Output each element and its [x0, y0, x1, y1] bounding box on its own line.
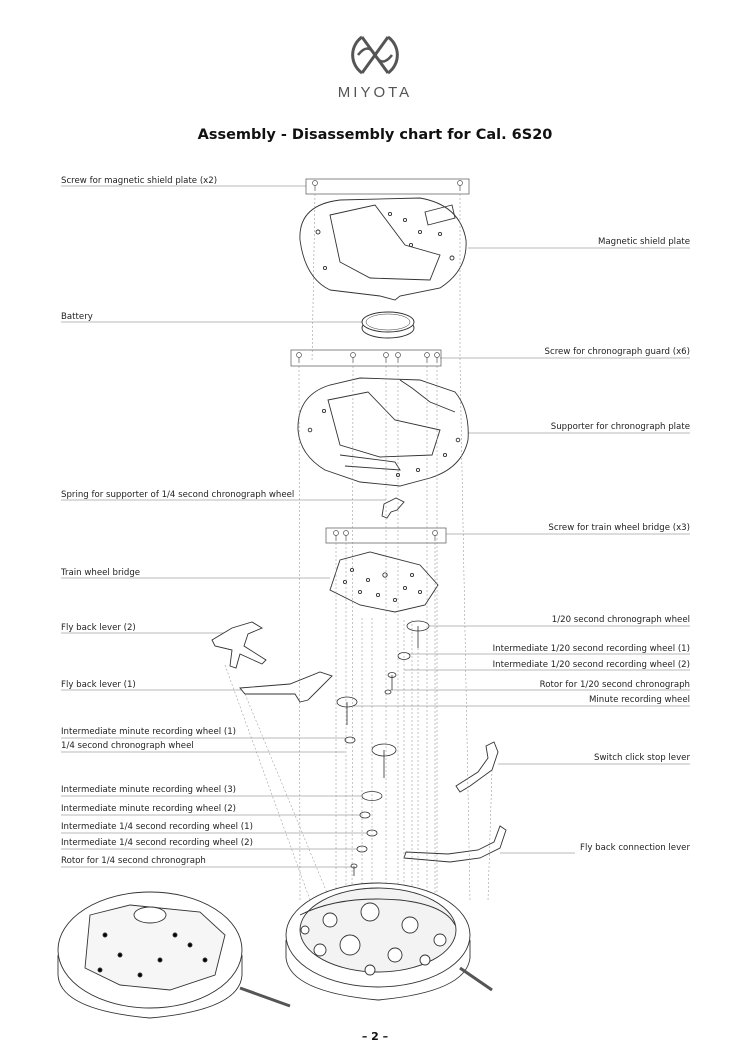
- brand-name: MIYOTA: [337, 84, 413, 101]
- wheel-intermediate-minute-2: [359, 811, 371, 819]
- fly-back-connection-lever: [403, 825, 507, 863]
- wheel-intermediate-minute-1: [344, 736, 356, 744]
- magnetic-shield-plate: [299, 197, 467, 301]
- label-intermediate-minute-1: Intermediate minute recording wheel (1): [61, 727, 237, 737]
- wheel-1-20-chronograph: [406, 620, 430, 648]
- leader-lines: [61, 185, 690, 868]
- label-magnetic-shield-plate: Magnetic shield plate: [597, 237, 690, 247]
- page-title: Assembly - Disassembly chart for Cal. 6S…: [197, 127, 553, 143]
- fly-back-lever-1: [239, 671, 333, 703]
- wheel-1-4-second-chronograph: [371, 743, 397, 778]
- label-1-20-second-chronograph-wheel: 1/20 second chronograph wheel: [551, 615, 690, 625]
- label-rotor-1-4: Rotor for 1/4 second chronograph: [61, 856, 206, 866]
- spring-supporter: [381, 497, 405, 519]
- label-rotor-1-20: Rotor for 1/20 second chronograph: [539, 680, 690, 690]
- screw-icon: [457, 180, 463, 191]
- label-intermediate-1-20-1: Intermediate 1/20 second recording wheel…: [492, 644, 690, 654]
- screw-icon: [312, 180, 318, 191]
- label-battery: Battery: [61, 312, 93, 322]
- assembled-movement-back: [57, 891, 291, 1019]
- fly-back-lever-2: [211, 621, 267, 669]
- screw-box-chronograph: [290, 349, 442, 367]
- label-train-wheel-bridge: Train wheel bridge: [61, 568, 141, 578]
- label-screw-chronograph-guard: Screw for chronograph guard (x6): [544, 347, 690, 357]
- rotor-1-20-chronograph: [384, 689, 392, 695]
- label-fly-back-lever-1: Fly back lever (1): [61, 680, 136, 690]
- label-minute-recording-wheel: Minute recording wheel: [589, 695, 690, 705]
- minute-recording-wheel: [336, 696, 358, 725]
- assembled-movement-front: [285, 882, 493, 1001]
- supporter-chronograph-plate: [297, 377, 469, 487]
- label-intermediate-1-4-1: Intermediate 1/4 second recording wheel …: [61, 822, 253, 832]
- switch-click-stop-lever: [455, 741, 499, 793]
- label-intermediate-minute-3: Intermediate minute recording wheel (3): [61, 785, 237, 795]
- train-wheel-bridge: [329, 551, 439, 613]
- label-fly-back-connection-lever: Fly back connection lever: [580, 843, 690, 853]
- battery: [361, 311, 415, 339]
- miyota-emblem-icon: [351, 35, 399, 75]
- label-switch-click-stop-lever: Switch click stop lever: [594, 753, 690, 763]
- label-spring-supporter: Spring for supporter of 1/4 second chron…: [61, 490, 295, 500]
- screw-box-magnetic: [305, 178, 470, 195]
- page-number: – 2 –: [361, 1030, 389, 1043]
- label-intermediate-1-20-2: Intermediate 1/20 second recording wheel…: [492, 660, 690, 670]
- label-screw-magnetic-shield: Screw for magnetic shield plate (x2): [61, 176, 218, 186]
- label-supporter-chronograph-plate: Supporter for chronograph plate: [550, 422, 690, 432]
- label-fly-back-lever-2: Fly back lever (2): [61, 623, 136, 633]
- label-screw-train-wheel-bridge: Screw for train wheel bridge (x3): [548, 523, 690, 533]
- label-intermediate-minute-2: Intermediate minute recording wheel (2): [61, 804, 237, 814]
- label-1-4-second-chronograph-wheel: 1/4 second chronograph wheel: [61, 741, 194, 751]
- wheel-intermediate-1-20-2: [387, 672, 397, 690]
- alignment-lines: [224, 193, 493, 901]
- label-intermediate-1-4-2: Intermediate 1/4 second recording wheel …: [61, 838, 253, 848]
- rotor-1-4-chronograph: [350, 863, 358, 876]
